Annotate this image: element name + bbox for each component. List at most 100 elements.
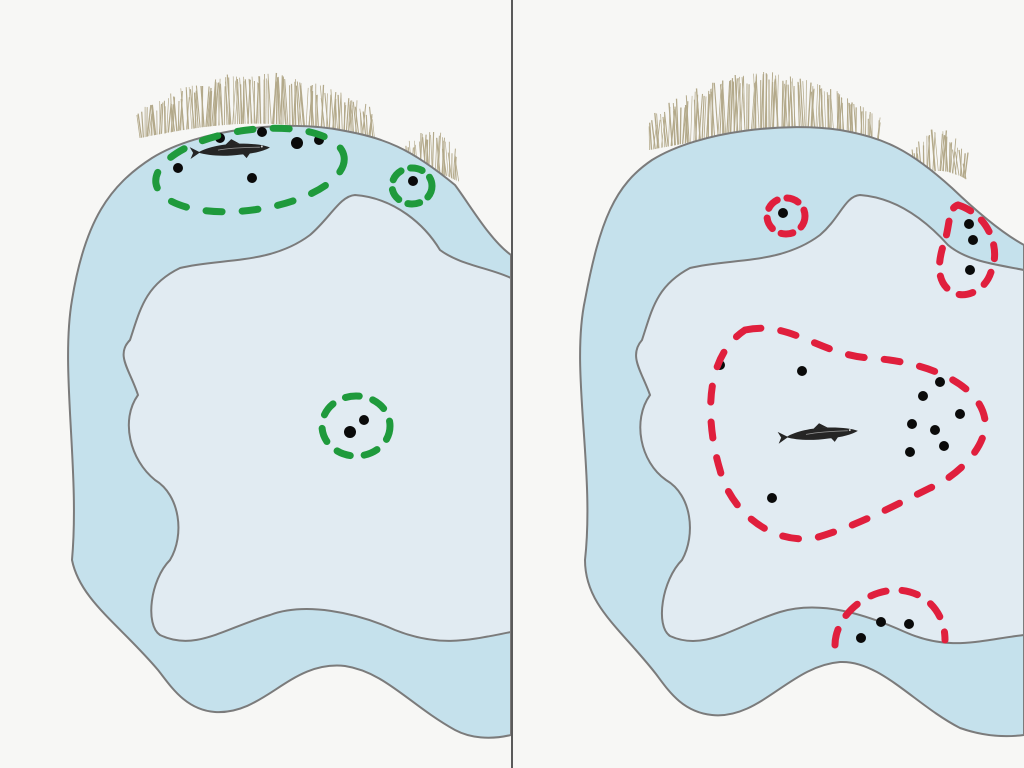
- dot: [173, 163, 183, 173]
- reed-blade: [949, 142, 953, 173]
- reed-blade: [151, 104, 157, 135]
- reed-blade: [776, 74, 779, 136]
- reed-blade: [345, 98, 350, 133]
- reed-blade: [656, 113, 660, 149]
- reed-blade: [180, 88, 185, 130]
- dot: [907, 419, 917, 429]
- reed-blade: [343, 102, 346, 133]
- reed-blade: [351, 100, 354, 135]
- cluster-outline: [831, 586, 949, 649]
- reed-blade: [232, 76, 235, 125]
- reed-blade: [365, 114, 368, 137]
- reed-blade: [722, 87, 727, 138]
- reed-blade: [726, 80, 731, 138]
- reed-blade: [349, 100, 353, 134]
- reed-blade: [944, 135, 949, 172]
- reed-blade: [368, 106, 374, 138]
- reed-blade: [267, 73, 272, 124]
- reed-blade: [654, 112, 659, 149]
- reed-blade: [743, 75, 746, 137]
- reed-blade: [952, 149, 957, 175]
- cluster-outline: [318, 392, 394, 460]
- reed-blade: [248, 78, 253, 124]
- reed-blade: [290, 83, 294, 126]
- reed-blade: [255, 83, 260, 124]
- reed-blade: [276, 76, 278, 125]
- reed-blade: [772, 81, 775, 136]
- reed-blade: [775, 75, 780, 136]
- reed-blade: [189, 89, 195, 129]
- reed-blade: [226, 74, 232, 125]
- reed-blade: [136, 114, 141, 139]
- cluster-outline: [388, 164, 436, 208]
- reed-blade: [177, 100, 180, 131]
- reed-blade: [950, 143, 953, 174]
- reed-blade: [310, 89, 315, 128]
- reed-blade: [703, 96, 707, 141]
- reed-blade: [352, 101, 358, 135]
- reed-blade: [236, 76, 238, 125]
- reed-blade: [954, 151, 960, 176]
- reed-blade: [209, 90, 213, 127]
- dot: [344, 426, 356, 438]
- reed-blade: [454, 156, 460, 182]
- reed-blade: [328, 94, 332, 130]
- reed-blade: [727, 80, 732, 138]
- reed-blade: [693, 99, 697, 142]
- dot: [856, 633, 866, 643]
- reed-blade: [734, 74, 739, 137]
- dot: [904, 619, 914, 629]
- reed-blade: [940, 134, 945, 172]
- dot: [876, 617, 886, 627]
- reed-blade: [284, 78, 289, 125]
- reed-blade: [436, 137, 441, 175]
- dot: [918, 391, 928, 401]
- reed-blade: [962, 153, 966, 178]
- reed-blade: [320, 97, 326, 130]
- dot: [965, 265, 975, 275]
- reed-blade: [962, 163, 967, 180]
- reed-blade: [173, 96, 178, 132]
- reed-blade: [251, 76, 256, 124]
- reed-blade: [934, 132, 939, 172]
- reed-blade: [167, 103, 172, 133]
- reed-blade: [217, 82, 220, 126]
- dot: [930, 425, 940, 435]
- reed-blade: [277, 76, 282, 125]
- cluster-outline: [936, 201, 999, 299]
- cluster-outline: [763, 194, 809, 238]
- reed-blade: [662, 116, 667, 147]
- reed-blade: [738, 78, 743, 137]
- reed-blade: [747, 84, 750, 136]
- reed-blade: [340, 92, 343, 132]
- reed-blade: [719, 84, 726, 138]
- reed-blade: [137, 113, 143, 138]
- right-reeds-large: [648, 71, 881, 151]
- reed-blade: [651, 120, 656, 150]
- reed-blade: [685, 95, 690, 143]
- left-clusters: [152, 124, 436, 460]
- reed-blade: [265, 78, 267, 124]
- dot: [968, 235, 978, 245]
- reed-blade: [931, 129, 936, 172]
- reed-blade: [437, 132, 442, 174]
- reed-blade: [663, 111, 669, 147]
- reed-blade: [272, 72, 278, 125]
- reed-blade: [330, 89, 335, 131]
- reed-blade: [681, 107, 686, 144]
- reed-blade: [660, 113, 663, 148]
- reed-blade: [257, 82, 259, 124]
- right-panel: [579, 71, 1024, 738]
- reed-blade: [186, 90, 190, 130]
- reed-blade: [200, 85, 205, 128]
- reed-blade: [188, 86, 192, 129]
- dot: [797, 366, 807, 376]
- dot: [257, 127, 267, 137]
- reed-blade: [305, 87, 309, 127]
- reed-blade: [223, 86, 226, 126]
- reed-blade: [163, 100, 166, 134]
- reed-blade: [146, 107, 148, 137]
- reed-blade: [208, 87, 212, 127]
- reed-blade: [295, 85, 300, 126]
- reed-blade: [299, 82, 304, 127]
